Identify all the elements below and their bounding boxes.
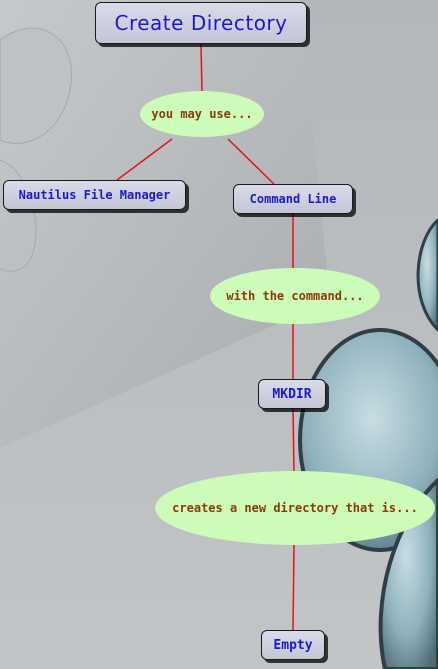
connector-label: with the command...: [226, 289, 364, 303]
node-command-line[interactable]: Command Line: [233, 184, 353, 214]
connector-lines: [116, 43, 295, 631]
node-label: Empty: [273, 637, 313, 653]
node-create-directory[interactable]: Create Directory: [95, 2, 307, 44]
node-nautilus-file-manager[interactable]: Nautilus File Manager: [3, 180, 186, 210]
node-empty[interactable]: Empty: [261, 630, 325, 660]
connector-you-may-use: you may use...: [140, 91, 264, 137]
connector-creates-new-directory: creates a new directory that is...: [155, 471, 435, 545]
node-label: MKDIR: [272, 386, 312, 402]
connector-label: creates a new directory that is...: [172, 501, 418, 515]
node-mkdir[interactable]: MKDIR: [258, 379, 326, 409]
connector-with-the-command: with the command...: [210, 268, 380, 324]
node-label: Nautilus File Manager: [18, 188, 171, 202]
node-label: Create Directory: [114, 11, 288, 35]
node-label: Command Line: [249, 192, 337, 206]
connector-label: you may use...: [151, 107, 253, 121]
